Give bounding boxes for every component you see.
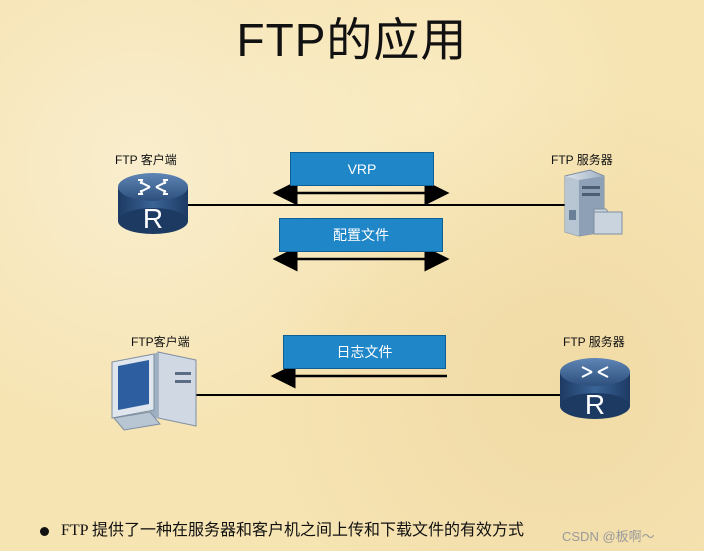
router-letter-2: R bbox=[585, 389, 605, 420]
slide-title: FTP的应用 bbox=[236, 14, 468, 66]
router-letter: R bbox=[143, 203, 163, 234]
log-file-box: 日志文件 bbox=[283, 335, 446, 369]
bullet-dot-icon bbox=[40, 526, 49, 536]
server-icon bbox=[564, 169, 623, 237]
bottom-server-label: FTP 服务器 bbox=[563, 335, 625, 349]
top-server-label: FTP 服务器 bbox=[551, 153, 613, 167]
vrp-box: VRP bbox=[290, 152, 434, 186]
watermark: CSDN @板啊～ bbox=[562, 529, 655, 544]
router-icon-2: R bbox=[560, 358, 630, 420]
bottom-client-label: FTP客户端 bbox=[131, 335, 190, 349]
config-file-box: 配置文件 bbox=[279, 218, 443, 252]
bullet-text: FTP 提供了一种在服务器和客户机之间上传和下载文件的有效方式 bbox=[61, 522, 524, 539]
computer-icon bbox=[111, 351, 197, 431]
bullet-point: FTP 提供了一种在服务器和客户机之间上传和下载文件的有效方式 bbox=[40, 516, 524, 540]
top-client-label: FTP 客户端 bbox=[115, 153, 177, 167]
router-icon: R bbox=[118, 173, 188, 234]
